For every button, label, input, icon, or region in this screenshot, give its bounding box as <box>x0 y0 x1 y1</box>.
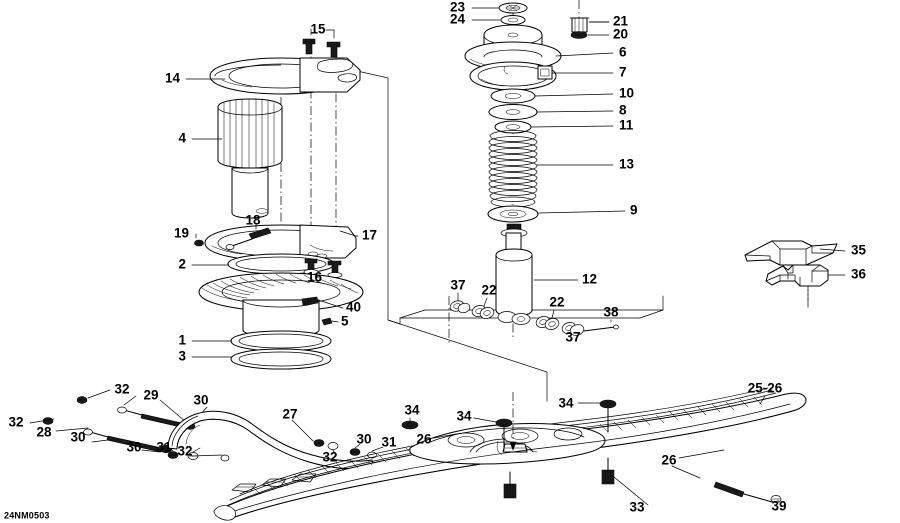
callout-40: 40 <box>346 300 361 315</box>
part-11-washer-small <box>494 120 614 134</box>
part-34-spindle-nut-a <box>401 417 419 430</box>
part-10-washer-upper <box>490 88 614 104</box>
part-15-bolt-pair-upper <box>302 28 341 58</box>
part-17-mounting-bracket <box>204 224 359 262</box>
callout-5: 5 <box>341 314 349 329</box>
callout-11: 11 <box>619 118 634 133</box>
callout-25-26: 25-26 <box>748 381 783 396</box>
callout-33: 33 <box>629 500 645 515</box>
callout-32-c: 32 <box>177 444 192 459</box>
link-hardware-left <box>163 443 230 462</box>
callout-34-c: 34 <box>558 396 574 411</box>
callout-6: 6 <box>619 45 627 60</box>
callout-32-a: 32 <box>114 382 129 397</box>
part-27-ski-leg-strut <box>167 410 375 470</box>
part-24-washer-top <box>471 15 526 25</box>
callout-38: 38 <box>603 305 619 320</box>
callout-39: 39 <box>771 499 786 514</box>
part-33-ski-bolts <box>503 457 649 506</box>
part-36-ski-saddle-bracket <box>765 264 846 287</box>
part-13-coil-spring <box>488 130 614 208</box>
part-5-fastener-small <box>321 317 339 326</box>
ski-spindle-saddle <box>409 392 606 465</box>
callout-34-b: 34 <box>456 409 472 424</box>
part-12-shock-absorber-body <box>495 223 579 317</box>
part-14-upper-mount-plate <box>185 57 361 95</box>
part-3-ring-spacer-bottom <box>191 348 332 370</box>
part-23-nut-top <box>471 2 528 14</box>
callout-30-c: 30 <box>126 440 141 455</box>
callout-17: 17 <box>362 228 377 243</box>
part-37-end-fastener-right <box>561 322 585 336</box>
callout-27: 27 <box>282 407 297 422</box>
callout-23: 23 <box>450 0 466 15</box>
callout-15: 15 <box>310 22 326 37</box>
callout-2: 2 <box>178 257 186 272</box>
callout-30-a: 30 <box>193 393 208 408</box>
part-19-nut-small <box>194 233 204 247</box>
callout-31-a: 31 <box>156 440 172 455</box>
callout-37-a: 37 <box>450 278 465 293</box>
part-40-clamp-collar <box>301 296 344 309</box>
part-21-bolt-cap <box>569 17 610 33</box>
link-hardware-right <box>313 439 384 459</box>
callout-18: 18 <box>245 213 261 228</box>
part-18-pin-fastener <box>225 223 272 250</box>
part-26-leaders <box>433 433 725 459</box>
callout-3: 3 <box>178 349 186 364</box>
callout-12: 12 <box>582 272 597 287</box>
callout-labels: 15 14 4 19 18 17 2 16 40 5 1 3 23 24 21 … <box>8 0 866 515</box>
part-6-top-cap-plate <box>464 24 614 71</box>
callout-35: 35 <box>851 243 867 258</box>
center-collar <box>497 311 531 325</box>
callout-4: 4 <box>178 131 186 146</box>
part-39-ski-tip-bolt <box>671 465 782 503</box>
part-7-retainer-ring-bracket <box>469 61 614 91</box>
part-20-nut-cap <box>570 31 610 39</box>
callout-32-b: 32 <box>8 415 23 430</box>
callout-22-a: 22 <box>481 283 496 298</box>
part-9-spring-seat-washer <box>487 205 626 223</box>
callout-37-b: 37 <box>565 330 580 345</box>
callout-9: 9 <box>630 203 638 218</box>
callout-28: 28 <box>36 425 52 440</box>
callout-34-a: 34 <box>404 403 420 418</box>
part-37-end-fastener-left <box>449 292 471 314</box>
lower-bushing-row <box>449 292 619 336</box>
callout-22-b: 22 <box>549 295 564 310</box>
callout-1: 1 <box>178 333 186 348</box>
callout-10: 10 <box>619 86 634 101</box>
callout-29: 29 <box>143 388 158 403</box>
callout-24: 24 <box>450 12 466 27</box>
part-1-ring-spacer-lower <box>191 330 332 352</box>
callout-19: 19 <box>174 226 189 241</box>
part-22-bushing-right <box>535 309 560 330</box>
callout-13: 13 <box>619 157 635 172</box>
callout-8: 8 <box>619 103 627 118</box>
callout-21: 21 <box>613 14 629 29</box>
callout-30-d: 30 <box>356 432 371 447</box>
callout-20: 20 <box>613 27 628 42</box>
part-34-spindle-nut-c <box>577 399 617 433</box>
figure-code: 24NM0503 <box>4 510 50 520</box>
callout-26-a: 26 <box>416 432 432 447</box>
callout-32-d: 32 <box>322 450 337 465</box>
part-38-through-bolt <box>583 319 619 332</box>
part-8-washer-large <box>488 104 614 120</box>
callout-26-b: 26 <box>661 453 677 468</box>
callout-14: 14 <box>165 71 181 86</box>
part-34-spindle-nut-b <box>473 417 513 451</box>
ski-lower-edge <box>213 403 791 521</box>
callout-30-b: 30 <box>70 430 85 445</box>
part-4-shock-boot-cylinder <box>191 98 283 219</box>
callout-7: 7 <box>619 65 627 80</box>
callout-36: 36 <box>851 267 867 282</box>
callout-16: 16 <box>307 270 323 285</box>
callout-31-b: 31 <box>381 435 397 450</box>
part-35-wear-plate <box>744 240 846 266</box>
part-22-bushing-left <box>471 297 495 319</box>
